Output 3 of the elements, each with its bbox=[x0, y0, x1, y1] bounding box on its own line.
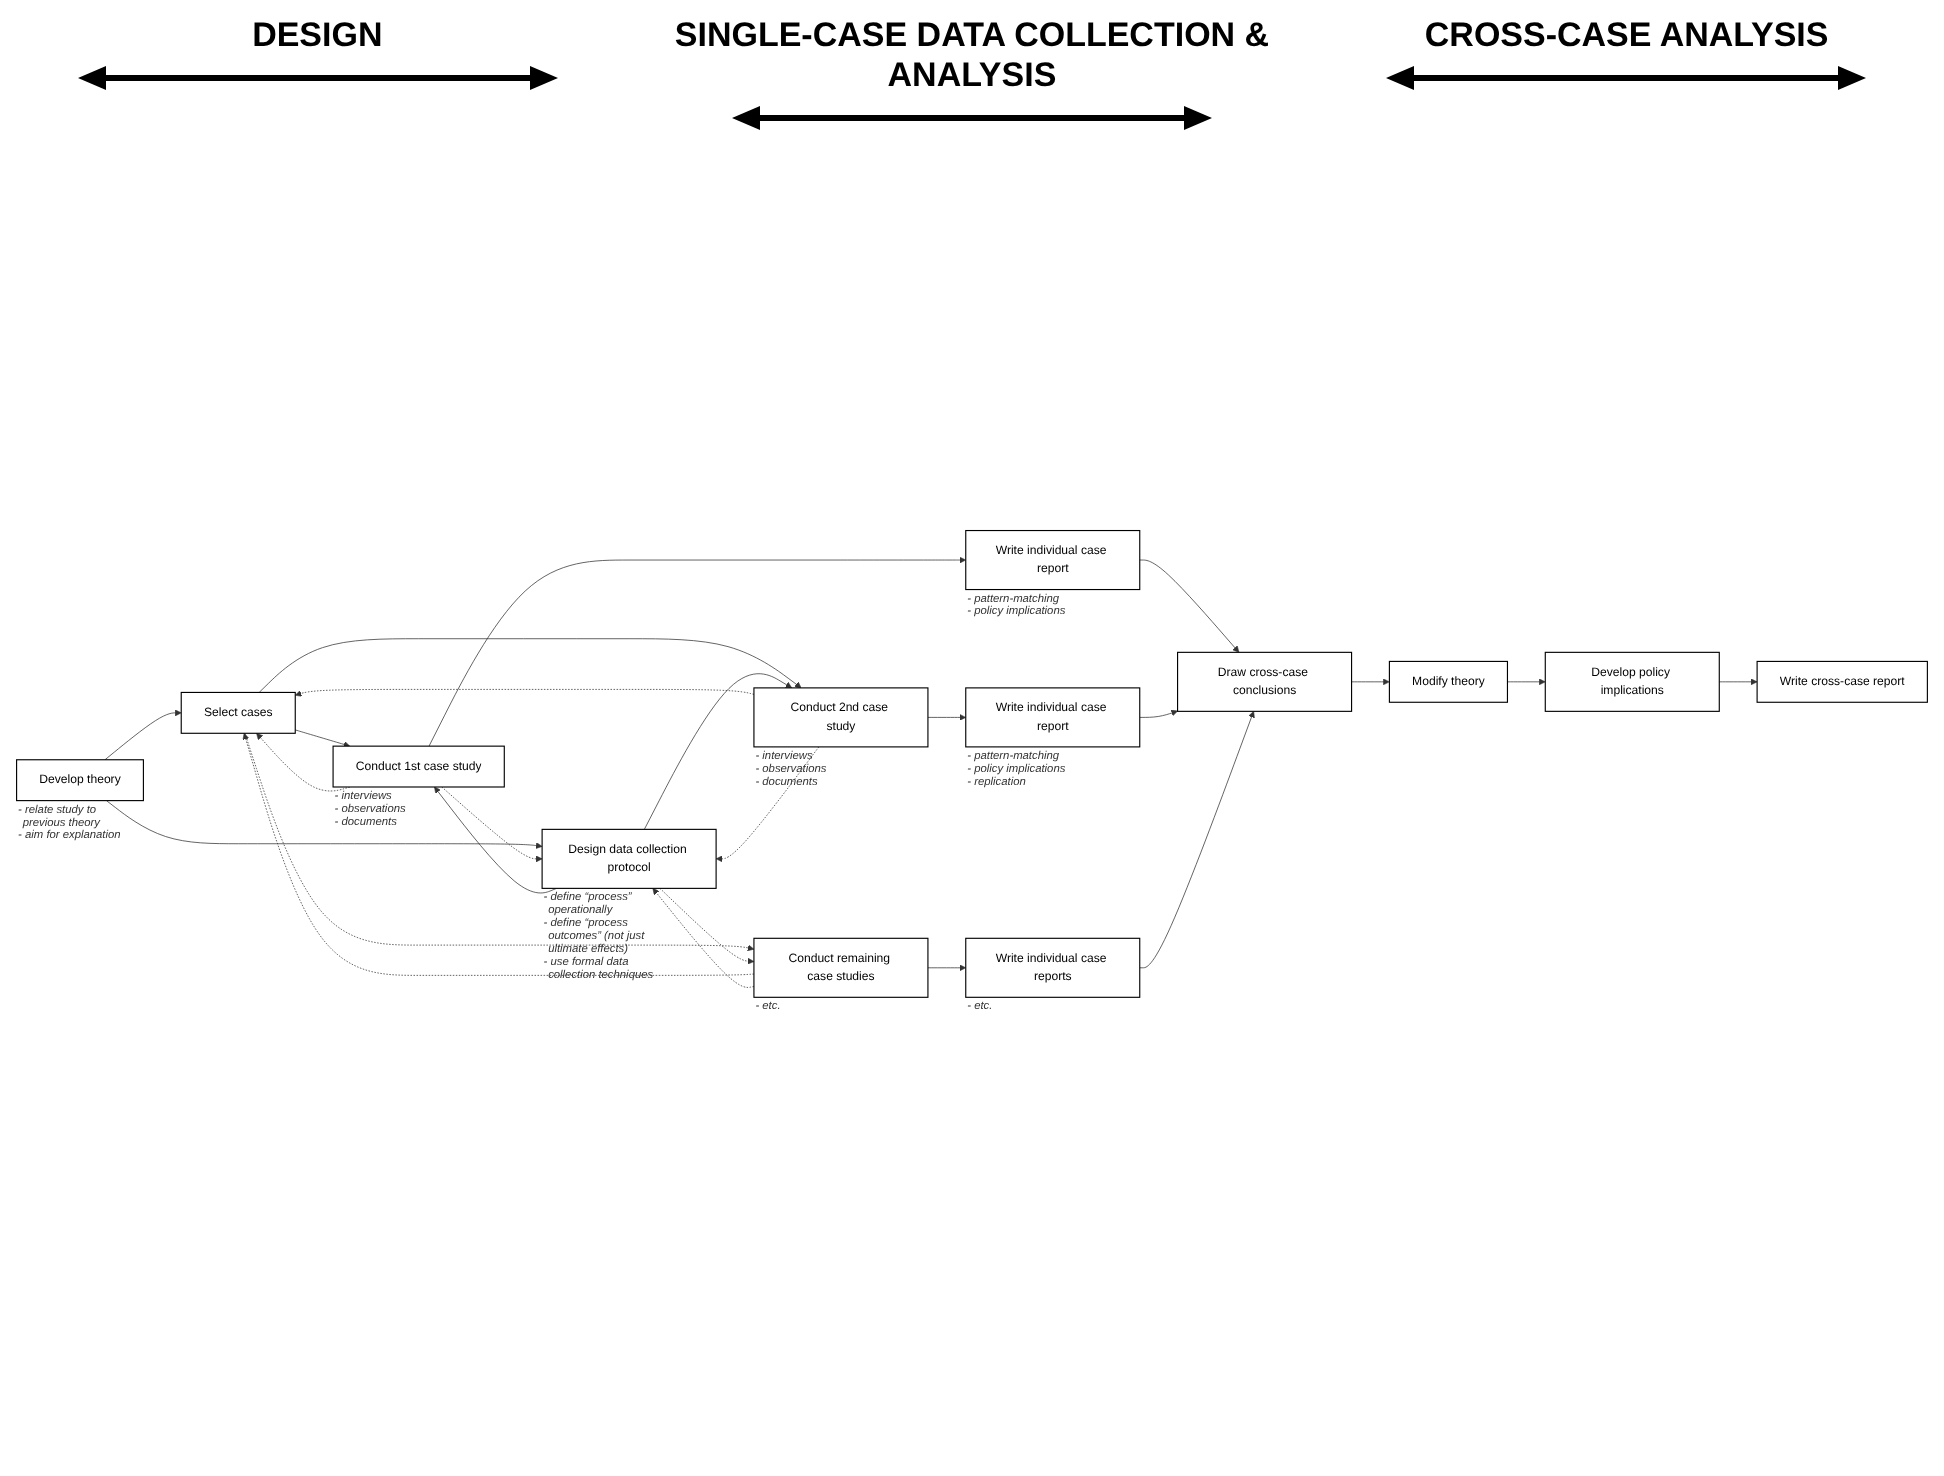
phase-heading: CROSS-CASE ANALYSIS bbox=[1424, 16, 1829, 56]
phase-heading: DESIGN bbox=[252, 16, 383, 56]
phase-heading: SINGLE-CASE DATA COLLECTION & ANALYSIS bbox=[672, 16, 1272, 96]
